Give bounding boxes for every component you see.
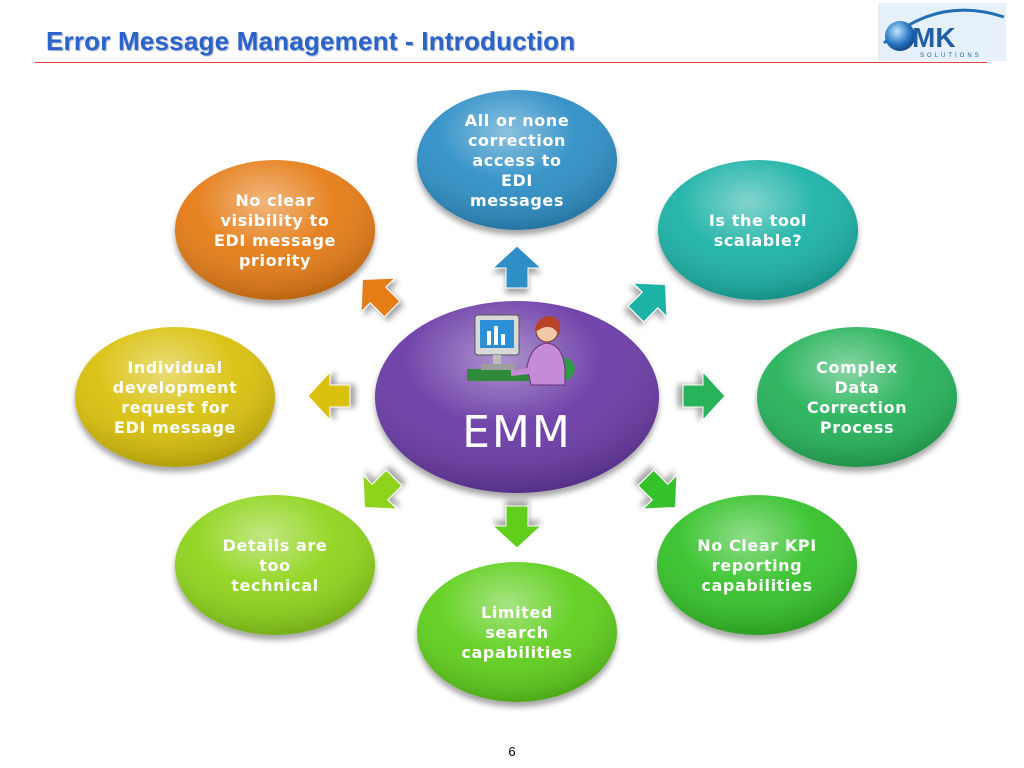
node-top-label-line: correction — [468, 131, 566, 150]
arrow-lower-right — [637, 469, 678, 510]
node-lower-left-label-line: too — [259, 556, 290, 575]
node-top-label-line: access to — [472, 151, 561, 170]
node-upper-left-label-line: visibility to — [221, 211, 330, 230]
node-top-label-line: All or none — [465, 111, 570, 130]
arrow-right — [682, 370, 726, 422]
node-left-label-line: Individual — [127, 358, 222, 377]
node-upper-left-label-line: priority — [239, 251, 311, 270]
logo-text: MK — [912, 22, 956, 53]
node-upper-right-label-line: scalable? — [714, 231, 803, 250]
center-node: EMM — [375, 301, 659, 493]
node-lower-right-label-line: reporting — [712, 556, 802, 575]
node-lower-right-label-line: capabilities — [701, 576, 812, 595]
node-bottom-label-line: Limited — [481, 603, 553, 622]
node-upper-right-gloss — [658, 160, 858, 300]
arrow-upper-left — [360, 277, 401, 318]
node-bottom-label-line: capabilities — [461, 643, 572, 662]
arrow-bottom — [491, 505, 543, 549]
arrow-upper-right — [627, 282, 668, 323]
logo-subtext: SOLUTIONS — [920, 53, 982, 59]
center-node-gloss — [375, 301, 659, 493]
node-lower-right-gloss — [657, 495, 857, 635]
node-top-label-line: messages — [470, 191, 564, 210]
node-right-label-line: Process — [820, 418, 894, 437]
company-logo: MK SOLUTIONS — [878, 3, 1006, 61]
slide-title: Error Message Management - Introduction — [46, 26, 576, 56]
arrow-top — [491, 245, 543, 289]
node-lower-right-label-line: No Clear KPI — [697, 536, 817, 555]
node-left-label-line: request for — [121, 398, 229, 417]
node-upper-left-label-line: EDI message — [214, 231, 336, 250]
title-divider — [35, 62, 987, 63]
node-lower-left-label-line: Details are — [223, 536, 328, 555]
node-upper-left-gloss — [175, 160, 375, 300]
node-bottom-label-line: search — [485, 623, 549, 642]
node-right-label-line: Complex — [816, 358, 898, 377]
center-node-label: EMM — [462, 407, 572, 458]
arrow-left — [307, 370, 351, 422]
node-right-label-line: Correction — [807, 398, 907, 417]
computer-user-icon — [467, 314, 575, 386]
node-right-gloss — [757, 327, 957, 467]
node-left-label-line: development — [113, 378, 238, 397]
node-upper-left-label-line: No clear — [235, 191, 314, 210]
node-left-gloss — [75, 327, 275, 467]
node-upper-right-label-line: Is the tool — [709, 211, 807, 230]
globe-icon — [885, 21, 915, 51]
page-number: 6 — [508, 744, 516, 759]
node-top-gloss — [417, 90, 617, 230]
connector-arrows — [307, 245, 726, 549]
node-lower-left-gloss — [175, 495, 375, 635]
node-top-label-line: EDI — [501, 171, 533, 190]
node-right-label-line: Data — [835, 378, 880, 397]
node-left-label-line: EDI message — [114, 418, 236, 437]
node-bottom-gloss — [417, 562, 617, 702]
node-lower-left-label-line: technical — [231, 576, 318, 595]
arrow-lower-left — [362, 469, 403, 510]
